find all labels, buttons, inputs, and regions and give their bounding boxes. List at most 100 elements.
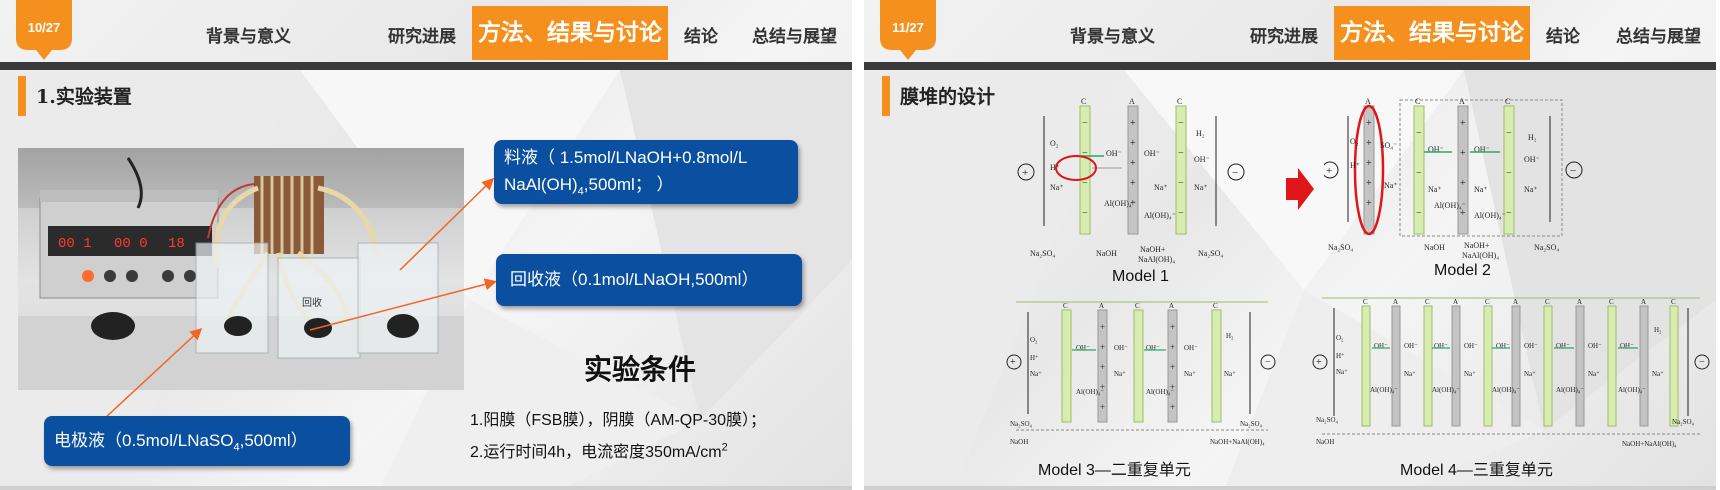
anion-membrane: [1167, 309, 1178, 423]
svg-text:−: −: [1082, 118, 1088, 129]
callout-arrows: [104, 177, 497, 419]
svg-text:H₂: H₂: [1196, 129, 1205, 138]
svg-text:NaOH+NaAl(OH)₄: NaOH+NaAl(OH)₄: [1210, 438, 1265, 446]
nav-methods-active[interactable]: 方法、结果与讨论: [472, 6, 668, 60]
svg-text:−: −: [1082, 148, 1088, 159]
svg-text:OH⁻: OH⁻: [1106, 149, 1122, 158]
nav-conclusion[interactable]: 结论: [1546, 27, 1580, 47]
svg-text:Na₂SO₄: Na₂SO₄: [1534, 243, 1559, 252]
svg-text:−: −: [1570, 165, 1576, 177]
page-badge-shape: [880, 0, 936, 60]
model-1-caption: Model 1: [1112, 268, 1169, 285]
cation-membrane: [1503, 105, 1515, 235]
section-title: 膜堆的设计: [900, 86, 996, 108]
svg-text:NaOH: NaOH: [1424, 243, 1445, 252]
svg-text:Al(OH)₄⁻: Al(OH)₄⁻: [1370, 386, 1398, 394]
svg-text:Al(OH)₄⁻: Al(OH)₄⁻: [1104, 199, 1136, 208]
svg-text:+: +: [1316, 357, 1322, 368]
svg-text:+: +: [1170, 382, 1175, 392]
svg-text:+: +: [1326, 165, 1332, 177]
svg-text:NaOH: NaOH: [1096, 249, 1117, 258]
nav-methods-active[interactable]: 方法、结果与讨论: [1334, 6, 1530, 60]
svg-text:C: C: [1213, 302, 1218, 310]
svg-text:Al(OH)₄⁻: Al(OH)₄⁻: [1432, 386, 1460, 394]
page-number: 10/27: [27, 20, 61, 35]
svg-text:−: −: [1506, 168, 1512, 179]
svg-text:A: A: [1393, 298, 1398, 306]
svg-text:Na₂SO₄: Na₂SO₄: [1198, 249, 1223, 258]
svg-text:NaAl(OH)₄: NaAl(OH)₄: [1462, 251, 1499, 260]
svg-text:Al(OH)₄⁻: Al(OH)₄⁻: [1492, 386, 1520, 394]
feed-line-2: NaAl(OH)4,500ml； ）: [504, 175, 674, 198]
highlight-ellipse: [1055, 155, 1097, 181]
svg-text:OH⁻: OH⁻: [1620, 342, 1634, 350]
svg-text:OH⁻: OH⁻: [1556, 342, 1570, 350]
nav-conclusion[interactable]: 结论: [684, 27, 718, 47]
slide-11: 11/27 背景与意义 研究进展 方法、结果与讨论 结论 总结与展望 膜堆的设计…: [864, 0, 1716, 490]
svg-text:+: +: [1460, 208, 1466, 219]
svg-text:−: −: [1506, 128, 1512, 139]
section-title: 1.实验装置: [36, 86, 132, 108]
svg-text:H₂: H₂: [1226, 332, 1234, 340]
page-number: 11/27: [892, 20, 924, 35]
svg-text:OH⁻: OH⁻: [1076, 344, 1090, 352]
svg-text:NaOH+: NaOH+: [1464, 241, 1490, 250]
nav-background[interactable]: 背景与意义: [1070, 27, 1155, 47]
svg-text:+: +: [1130, 138, 1136, 149]
svg-text:OH⁻: OH⁻: [1524, 342, 1538, 350]
anion-membrane: [1097, 309, 1108, 423]
nav-background[interactable]: 背景与意义: [206, 27, 291, 47]
svg-text:A: A: [1641, 298, 1646, 306]
svg-text:OH⁻: OH⁻: [1184, 344, 1198, 352]
svg-text:OH⁻: OH⁻: [1474, 145, 1490, 154]
svg-text:+: +: [1366, 178, 1372, 189]
svg-text:OH⁻: OH⁻: [1144, 149, 1160, 158]
svg-text:+: +: [1460, 148, 1466, 159]
model-4-caption: Model 4—三重复单元: [1400, 462, 1553, 479]
svg-text:−: −: [1416, 128, 1422, 139]
nav-progress[interactable]: 研究进展: [1250, 27, 1318, 47]
svg-text:Na₂SO₄: Na₂SO₄: [1328, 243, 1353, 252]
svg-text:H⁺: H⁺: [1050, 163, 1060, 172]
svg-text:C: C: [1063, 302, 1068, 310]
svg-text:OH⁻: OH⁻: [1434, 342, 1448, 350]
svg-text:+: +: [1130, 118, 1136, 129]
svg-text:+: +: [1366, 118, 1372, 129]
svg-text:A: A: [1129, 97, 1135, 106]
svg-text:−: −: [1232, 167, 1238, 179]
svg-text:O₂: O₂: [1336, 334, 1344, 342]
model-2-caption: Model 2: [1434, 262, 1491, 279]
svg-text:−: −: [1699, 357, 1705, 368]
svg-text:A: A: [1169, 302, 1174, 310]
svg-text:OH⁻: OH⁻: [1524, 155, 1540, 164]
svg-text:OH⁻: OH⁻: [1404, 342, 1418, 350]
cation-membrane: [1175, 105, 1187, 235]
conditions-title: 实验条件: [584, 353, 697, 386]
svg-text:+: +: [1170, 402, 1175, 412]
nav-summary[interactable]: 总结与展望: [1616, 27, 1701, 47]
svg-text:Na⁺: Na⁺: [1050, 183, 1064, 192]
svg-text:Na⁺: Na⁺: [1464, 370, 1476, 378]
svg-text:+: +: [1100, 342, 1105, 352]
svg-text:OH⁻: OH⁻: [1194, 155, 1210, 164]
svg-text:C: C: [1363, 298, 1368, 306]
svg-text:C: C: [1671, 298, 1676, 306]
svg-text:H₂: H₂: [1654, 326, 1662, 334]
svg-text:H⁺: H⁺: [1350, 161, 1360, 170]
svg-text:H⁺: H⁺: [1336, 352, 1345, 360]
svg-text:+: +: [1170, 342, 1175, 352]
svg-text:+: +: [1100, 322, 1105, 332]
svg-text:+: +: [1460, 178, 1466, 189]
model-1-diagram: C A C −−−− +++++ −−−− + − O₂ H⁺ Na⁺ OH⁻ …: [1017, 97, 1245, 264]
highlight-ellipse: [1353, 104, 1385, 236]
svg-text:OH⁻: OH⁻: [1114, 344, 1128, 352]
svg-text:Na⁺: Na⁺: [1030, 370, 1042, 378]
cation-membrane: [1061, 309, 1072, 423]
feed-solution-box: 料液（ 1.5mol/LNaOH+0.8mol/L NaAl(OH)4,500m…: [494, 140, 798, 204]
page-badge-shape: [16, 0, 72, 60]
nav-progress[interactable]: 研究进展: [388, 27, 456, 47]
nav-summary[interactable]: 总结与展望: [752, 27, 837, 47]
cation-membrane: [1133, 309, 1144, 423]
svg-text:C: C: [1135, 302, 1140, 310]
svg-text:+: +: [1130, 198, 1136, 209]
